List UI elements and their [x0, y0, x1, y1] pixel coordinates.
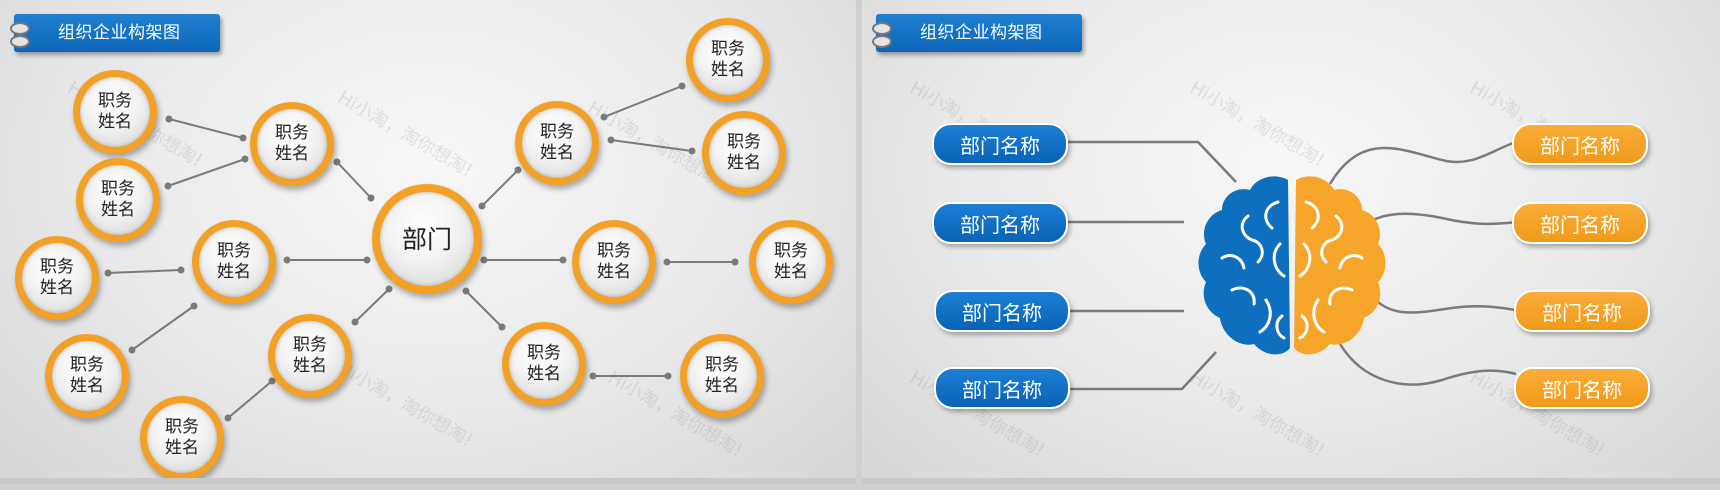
position-node[interactable]: 职务姓名 — [749, 220, 833, 304]
position-node[interactable]: 职务姓名 — [680, 334, 764, 418]
department-pill-left[interactable]: 部门名称 — [934, 367, 1070, 409]
connector — [131, 305, 195, 351]
binder-ring-icon — [10, 22, 30, 35]
position-node[interactable]: 职务姓名 — [515, 101, 599, 185]
connector — [1359, 212, 1517, 229]
slide-brain-chart-right: 组织企业构架图 Hi小淘，淘你想淘! Hi小淘，淘你想淘! Hi小淘，淘你想淘!… — [862, 0, 1720, 484]
department-pill-left[interactable]: 部门名称 — [932, 123, 1068, 165]
connector — [1066, 351, 1217, 391]
position-node[interactable]: 职务姓名 — [15, 236, 99, 320]
department-pill-left[interactable]: 部门名称 — [932, 202, 1068, 244]
brain-icon — [1198, 176, 1386, 355]
position-node[interactable]: 职务姓名 — [250, 102, 334, 186]
slide-bottom-bar — [0, 478, 856, 484]
department-pill-right[interactable]: 部门名称 — [1512, 123, 1648, 165]
connector — [603, 85, 683, 118]
binder-ring-icon — [872, 22, 892, 35]
position-node[interactable]: 职务姓名 — [45, 334, 129, 418]
connector — [1338, 343, 1517, 386]
department-pill-right[interactable]: 部门名称 — [1514, 367, 1650, 409]
slide-org-chart-left: 组织企业构架图 Hi小淘，淘你想淘! Hi小淘，淘你想淘! Hi小淘，淘你想淘!… — [0, 0, 856, 484]
connector — [167, 158, 246, 187]
position-node[interactable]: 职务姓名 — [73, 70, 157, 154]
slide-title: 组织企业构架图 — [58, 23, 181, 43]
position-node[interactable]: 职务姓名 — [572, 220, 656, 304]
connector — [610, 139, 693, 152]
department-pill-right[interactable]: 部门名称 — [1512, 202, 1648, 244]
slide-bottom-bar — [862, 478, 1720, 484]
position-node[interactable]: 职务姓名 — [502, 322, 586, 406]
position-node[interactable]: 职务姓名 — [268, 314, 352, 398]
connector — [354, 288, 390, 323]
connector — [1371, 295, 1517, 314]
title-tab: 组织企业构架图 — [10, 14, 220, 52]
connector-lines — [104, 82, 739, 422]
binder-ring-icon — [872, 35, 892, 48]
connector — [227, 380, 273, 419]
position-node[interactable]: 职务姓名 — [76, 158, 160, 242]
position-node[interactable]: 职务姓名 — [686, 18, 770, 102]
department-pill-left[interactable]: 部门名称 — [934, 290, 1070, 332]
connector — [107, 269, 182, 274]
department-center-node[interactable]: 部门 — [372, 184, 482, 294]
position-node[interactable]: 职务姓名 — [140, 396, 224, 480]
connector — [465, 290, 503, 328]
connector — [1066, 140, 1237, 183]
connector — [168, 118, 244, 139]
position-node[interactable]: 职务姓名 — [702, 111, 786, 195]
binder-ring-icon — [10, 35, 30, 48]
connector — [336, 161, 372, 199]
department-pill-right[interactable]: 部门名称 — [1514, 290, 1650, 332]
title-tab: 组织企业构架图 — [872, 14, 1082, 52]
position-node[interactable]: 职务姓名 — [192, 220, 276, 304]
brain-connectors — [1066, 140, 1517, 391]
connector — [1328, 140, 1517, 185]
slide-title: 组织企业构架图 — [920, 23, 1043, 43]
connector — [481, 169, 519, 207]
